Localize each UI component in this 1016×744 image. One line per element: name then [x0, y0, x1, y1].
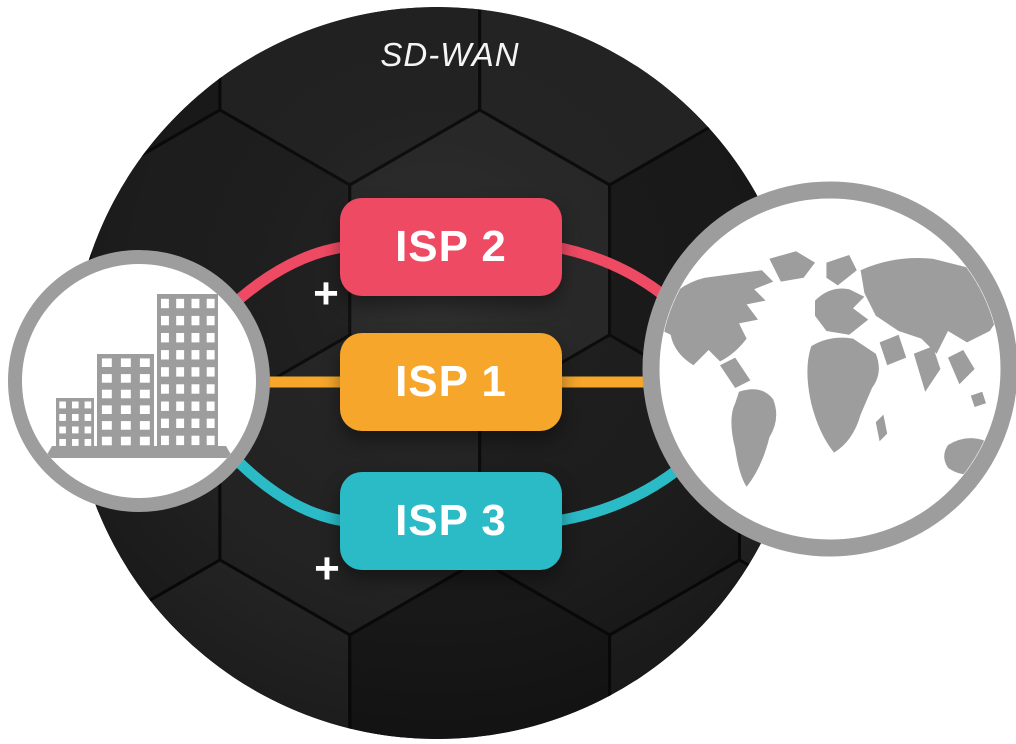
isp-box-isp3: ISP 3	[340, 472, 562, 570]
isp1-label: ISP 1	[395, 357, 507, 406]
isp-box-isp2: ISP 2	[340, 198, 562, 296]
isp3-label: ISP 3	[395, 496, 507, 545]
plus-icon-bottom: +	[314, 544, 340, 593]
world-map-icon	[660, 251, 1000, 487]
isp-box-isp1: ISP 1	[340, 333, 562, 431]
plus-icon-top: +	[313, 269, 339, 318]
isp2-label: ISP 2	[395, 222, 507, 271]
building-icon	[45, 294, 233, 458]
diagram-title: SD-WAN	[380, 36, 520, 73]
